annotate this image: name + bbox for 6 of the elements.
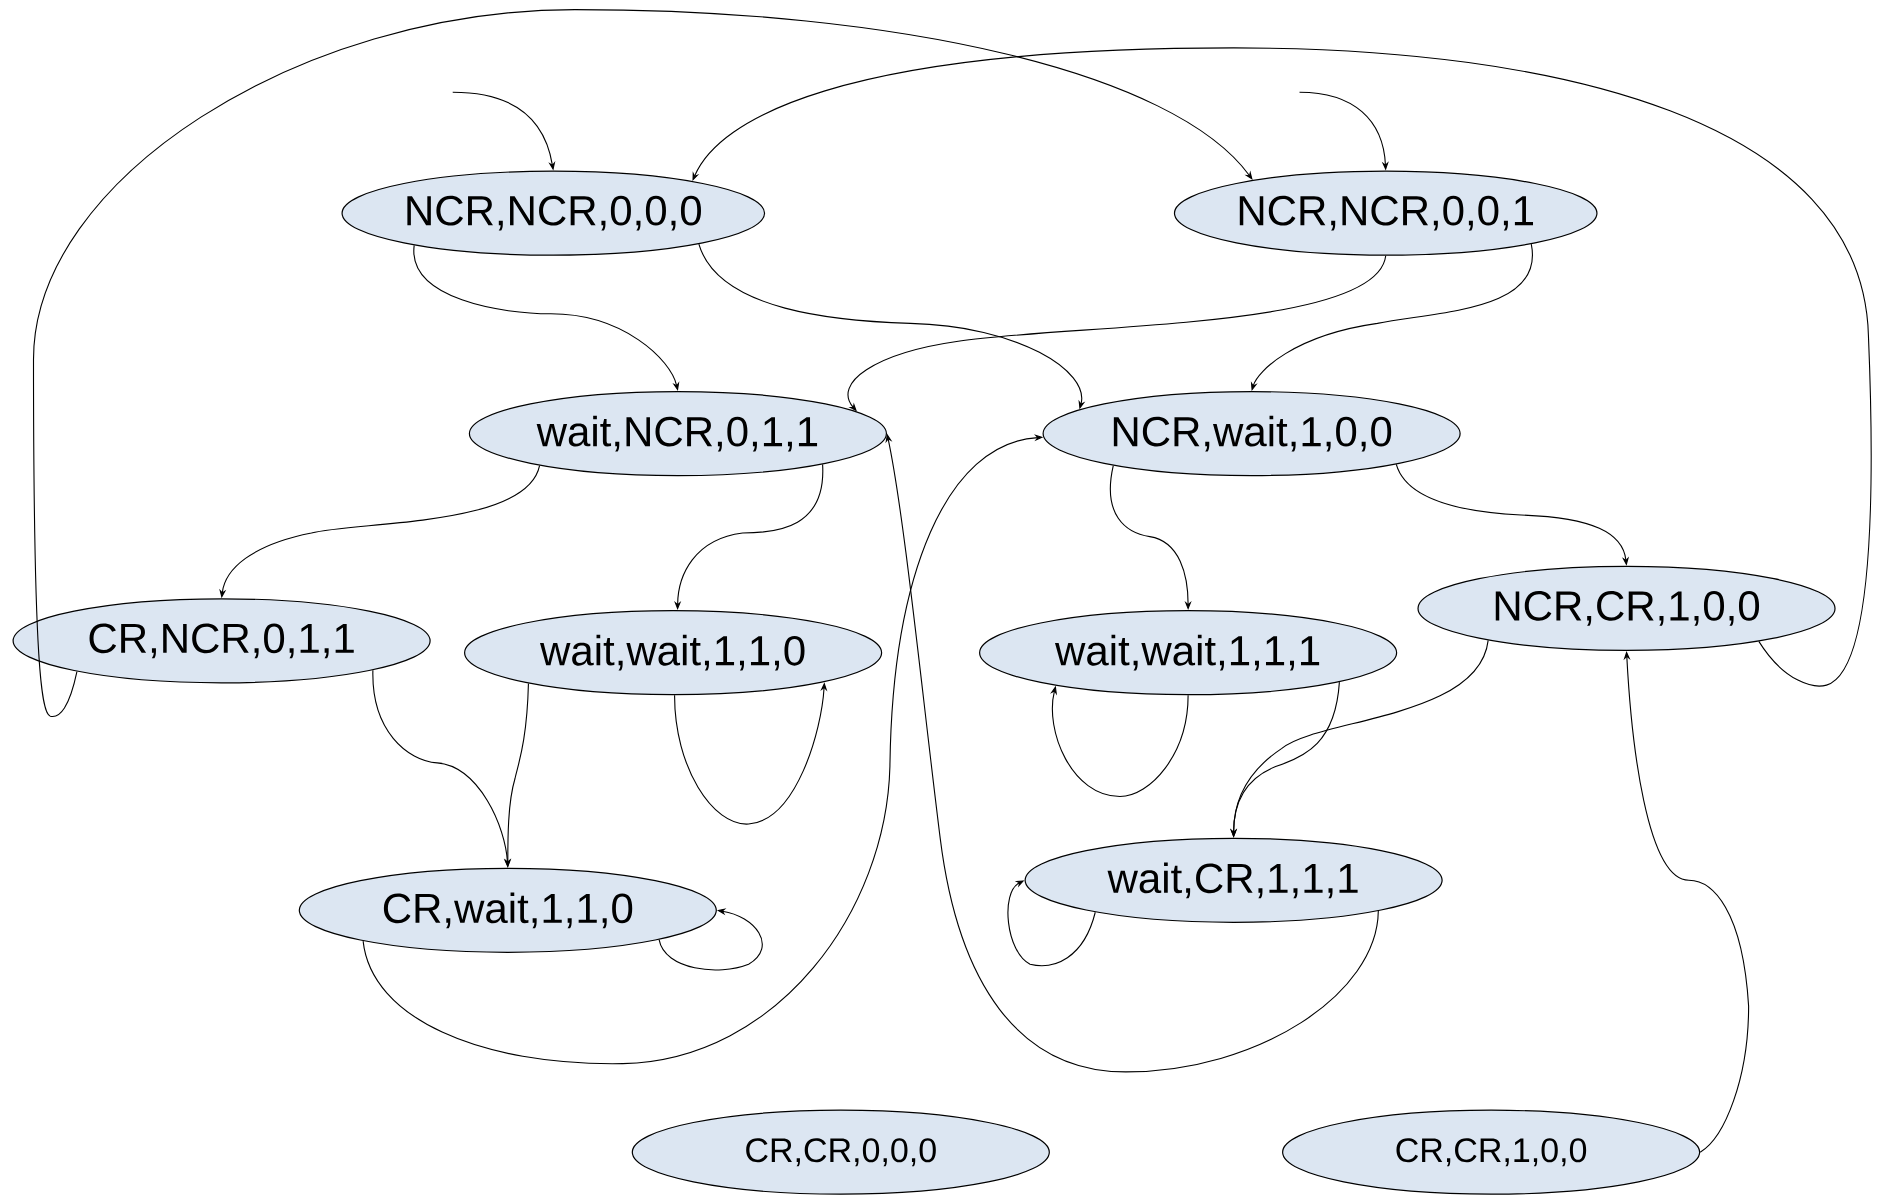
arrow (847, 255, 1387, 412)
arrow (1007, 880, 1096, 967)
arrow (32, 9, 1253, 718)
arrow (692, 47, 1872, 687)
arrow (658, 908, 763, 971)
arrow (413, 244, 680, 391)
